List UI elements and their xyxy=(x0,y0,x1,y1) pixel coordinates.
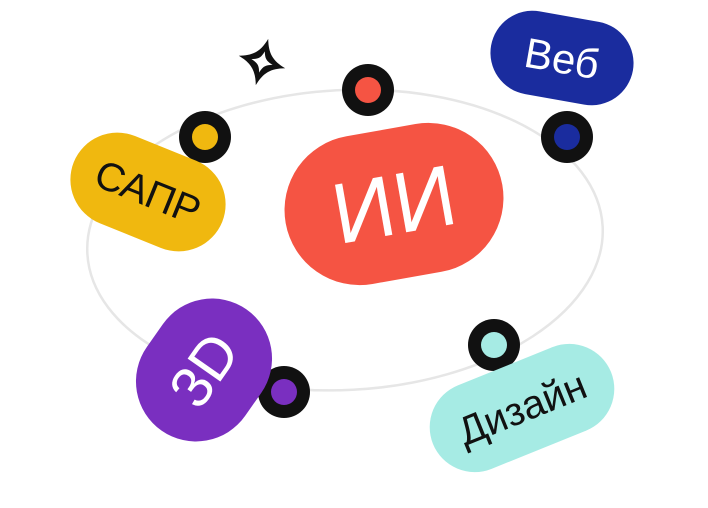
tag-web: Веб xyxy=(490,10,634,106)
tag-ai-label: ИИ xyxy=(325,147,463,263)
tag-design: Дизайн xyxy=(429,343,615,473)
tag-sapr: САПР xyxy=(70,132,226,252)
dot-yellow xyxy=(179,111,231,163)
tag-ai: ИИ xyxy=(284,122,504,286)
tag-3d: 3D xyxy=(135,298,273,442)
orbit-path xyxy=(85,88,605,392)
dot-blue xyxy=(541,111,593,163)
dot-red xyxy=(342,64,394,116)
sparkle-icon xyxy=(238,38,286,86)
dot-purple xyxy=(258,366,310,418)
dot-mint xyxy=(468,319,520,371)
